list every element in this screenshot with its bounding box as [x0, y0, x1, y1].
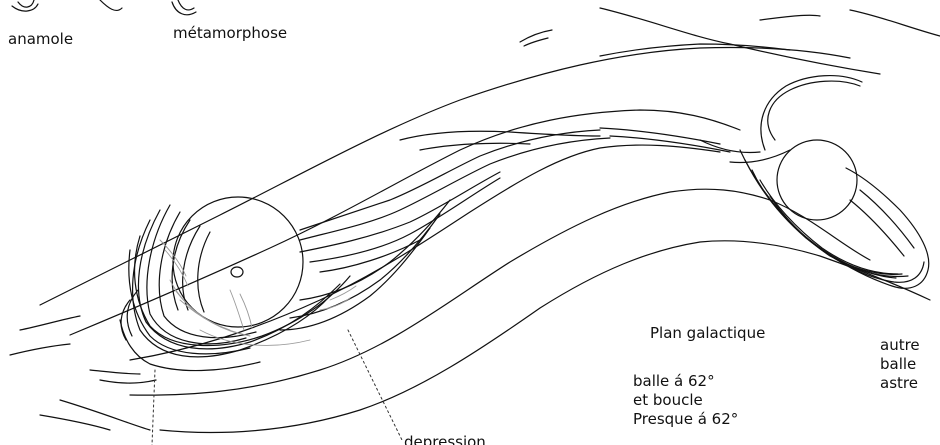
label-astre: astre — [880, 374, 920, 393]
label-anamole: anamole — [8, 30, 73, 49]
main-ball-grey-strokes — [160, 240, 356, 345]
arrow-doodle — [100, 0, 122, 10]
label-presque-62: Presque á 62° — [633, 410, 738, 429]
metamorphose-doodle — [172, 0, 196, 15]
other-ball — [761, 76, 862, 220]
other-ball-swirl — [600, 128, 929, 288]
label-autre: autre — [880, 336, 920, 355]
main-ball-swirl — [120, 130, 610, 371]
label-autre-balle-astre: autre balle astre — [880, 336, 920, 393]
galactic-plane-band — [10, 47, 930, 432]
label-metamorphose: métamorphose — [173, 24, 287, 43]
label-balle-62: balle á 62° — [633, 372, 738, 391]
label-balle: balle — [880, 355, 920, 374]
label-balle-block: balle á 62° et boucle Presque á 62° — [633, 372, 738, 429]
label-plan-galactique: Plan galactique — [650, 324, 765, 343]
anamole-doodle — [12, 0, 38, 11]
label-et-boucle: et boucle — [633, 391, 738, 410]
label-depression: depression — [404, 433, 486, 445]
